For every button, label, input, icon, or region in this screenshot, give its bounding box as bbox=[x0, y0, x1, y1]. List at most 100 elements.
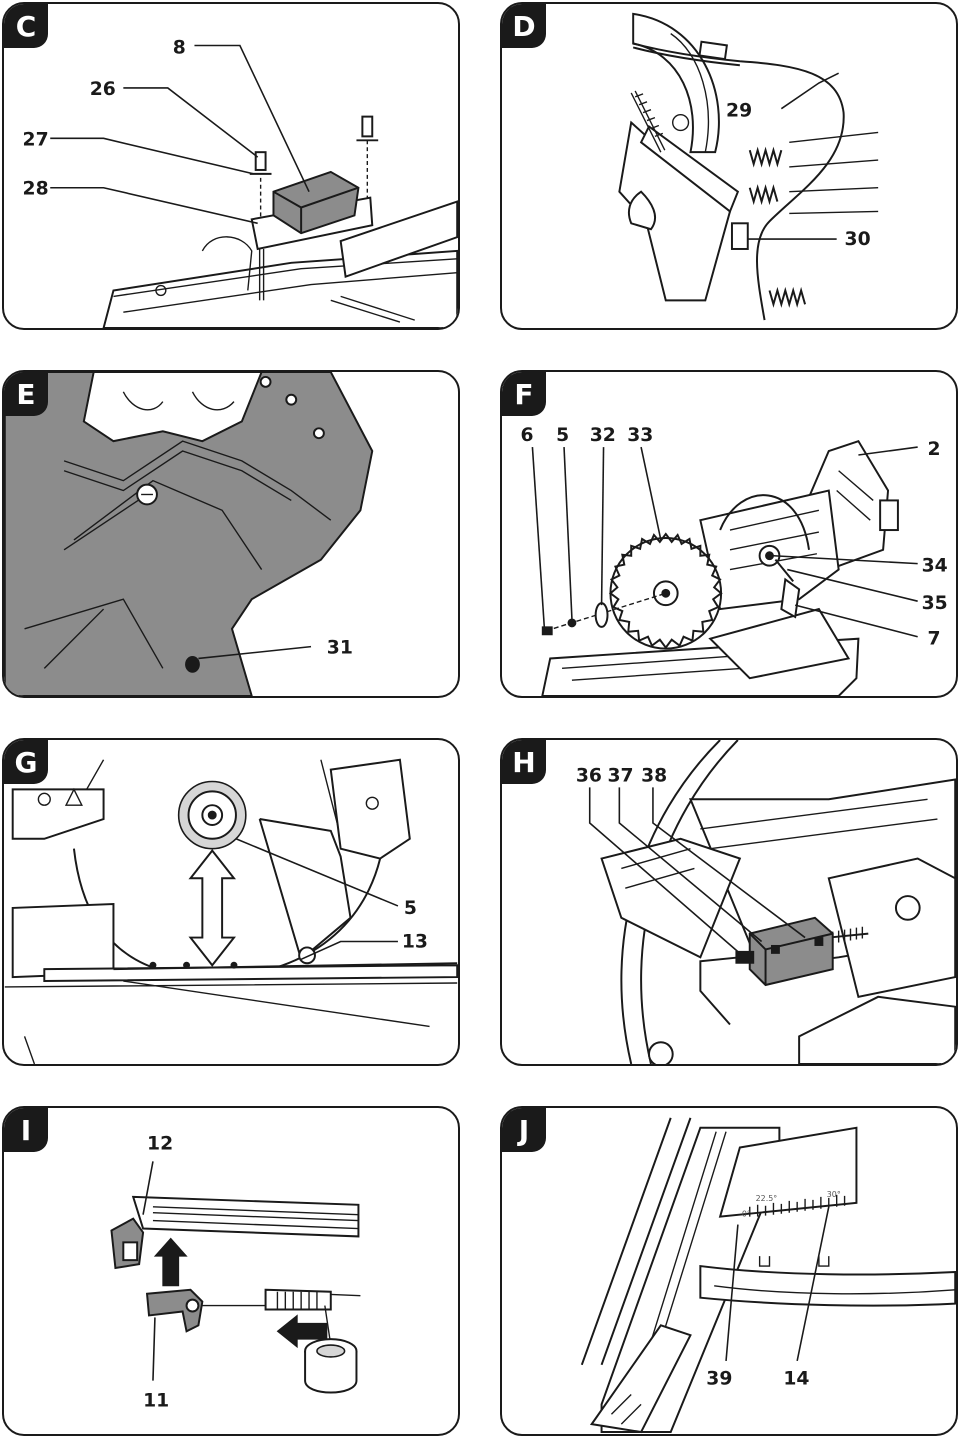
scale-mark-0: 0° bbox=[742, 1210, 751, 1219]
bolt-6 bbox=[541, 626, 553, 636]
miter-table bbox=[699, 1264, 956, 1307]
hex-key bbox=[699, 956, 740, 1026]
leader-38 bbox=[652, 787, 806, 939]
callout-14: 14 bbox=[783, 1369, 809, 1390]
figure-panel-d: D 29 30 bbox=[500, 2, 958, 330]
blade-flange bbox=[177, 780, 247, 850]
scale-mark-30: 30° bbox=[827, 1190, 841, 1199]
figure-panel-f: F bbox=[500, 370, 958, 698]
screw-right bbox=[361, 115, 374, 138]
callout-11: 11 bbox=[143, 1390, 169, 1411]
leader-14 bbox=[796, 1206, 830, 1362]
locking-knob bbox=[304, 1305, 358, 1394]
leader-28 bbox=[50, 186, 258, 225]
bracket bbox=[600, 837, 742, 959]
panel-letter: G bbox=[14, 745, 38, 779]
panel-letter: E bbox=[16, 377, 36, 411]
guard-plate-7 bbox=[780, 577, 801, 619]
bevel-scale-plate bbox=[718, 1126, 858, 1218]
leader-13 bbox=[300, 940, 398, 961]
callout-34: 34 bbox=[922, 556, 948, 577]
leader-5 bbox=[235, 838, 399, 907]
panel-letter: I bbox=[20, 1113, 32, 1147]
panel-letter-tab: I bbox=[4, 1108, 48, 1152]
scale-mark-22-5: 22.5° bbox=[756, 1194, 778, 1203]
leader-8 bbox=[194, 44, 310, 193]
illustration-blade-change: 6 5 32 33 2 34 35 7 bbox=[521, 425, 948, 696]
rail-arm bbox=[339, 200, 458, 278]
panel-letter: J bbox=[518, 1113, 530, 1147]
leader-6 bbox=[531, 447, 546, 627]
screw-31 bbox=[185, 655, 200, 673]
panel-letter-tab: H bbox=[502, 740, 546, 784]
panel-letter: F bbox=[514, 377, 534, 411]
saw-blade bbox=[608, 532, 723, 650]
illustration-cable-routing: 29 30 bbox=[618, 12, 879, 321]
callout-39: 39 bbox=[706, 1369, 732, 1390]
callout-28: 28 bbox=[23, 179, 49, 200]
leader-29 bbox=[780, 72, 839, 110]
stop-block bbox=[748, 916, 834, 987]
callout-12: 12 bbox=[147, 1133, 173, 1154]
hand-illustration bbox=[82, 372, 263, 443]
callout-2: 2 bbox=[928, 439, 941, 460]
callout-33: 33 bbox=[627, 425, 653, 446]
housing-cover bbox=[4, 372, 374, 696]
figure-panel-j: J 0° 22.5° 30° 39 14 bbox=[500, 1106, 958, 1436]
illustration-blade-guard: 5 13 bbox=[4, 758, 458, 1064]
panel-letter: D bbox=[512, 9, 536, 43]
leader-36 bbox=[588, 787, 741, 954]
panel-letter: H bbox=[512, 745, 536, 779]
callout-32: 32 bbox=[590, 425, 616, 446]
figure-panel-h: H 36 37 38 bbox=[500, 738, 958, 1066]
leader-39 bbox=[725, 1224, 739, 1361]
callout-7: 7 bbox=[928, 629, 941, 650]
illustration-depth-stop: 36 37 38 bbox=[576, 740, 956, 1064]
leader-12 bbox=[142, 1161, 154, 1215]
illustration-motor-bracket: 8 26 27 28 bbox=[23, 37, 458, 328]
spring-coils bbox=[748, 146, 807, 308]
panel-letter-tab: C bbox=[4, 4, 48, 48]
leader-33 bbox=[640, 446, 662, 541]
callout-5: 5 bbox=[556, 425, 569, 446]
flange-32 bbox=[594, 602, 609, 628]
arbor-lock-35 bbox=[774, 559, 794, 583]
scale-ticks bbox=[749, 1194, 846, 1217]
distance-arrow bbox=[188, 849, 236, 967]
callout-5: 5 bbox=[404, 898, 417, 919]
callout-30: 30 bbox=[845, 229, 871, 250]
panel-letter-tab: E bbox=[4, 372, 48, 416]
washer-5 bbox=[567, 618, 577, 628]
illustration-table-lock: 12 11 bbox=[110, 1133, 361, 1411]
screw-26 bbox=[254, 151, 267, 171]
panel-letter-tab: J bbox=[502, 1108, 546, 1152]
leader-34 bbox=[773, 554, 918, 565]
leader-31 bbox=[198, 645, 312, 660]
leader-7 bbox=[794, 604, 918, 638]
illustration-guard-screw: 31 bbox=[4, 372, 374, 696]
panel-letter-tab: F bbox=[502, 372, 546, 416]
panel-letter: C bbox=[15, 9, 37, 43]
callout-26: 26 bbox=[90, 79, 116, 100]
callout-35: 35 bbox=[922, 593, 948, 614]
fence-block bbox=[11, 902, 115, 979]
callout-6: 6 bbox=[521, 425, 534, 446]
leader-27 bbox=[50, 137, 254, 175]
panel-letter-tab: D bbox=[502, 4, 546, 48]
figure-panel-i: I 12 11 bbox=[2, 1106, 460, 1436]
cable-clip bbox=[730, 222, 749, 250]
figure-panel-c: C 8 26 27 28 bbox=[2, 2, 460, 330]
panel-letter-tab: G bbox=[4, 740, 48, 784]
leader-37 bbox=[618, 787, 763, 943]
callout-31: 31 bbox=[327, 638, 353, 659]
figure-panel-e: E 31 bbox=[2, 370, 460, 698]
guard-lever bbox=[258, 818, 352, 962]
callout-27: 27 bbox=[23, 129, 49, 150]
leader-26 bbox=[123, 87, 259, 158]
figure-panel-g: G 5 13 bbox=[2, 738, 460, 1066]
leader-11 bbox=[152, 1317, 156, 1381]
callout-8: 8 bbox=[173, 37, 186, 58]
up-arrow bbox=[153, 1237, 188, 1287]
leader-2 bbox=[858, 446, 918, 456]
illustration-bevel-scale: 0° 22.5° 30° 39 14 bbox=[580, 1117, 956, 1434]
